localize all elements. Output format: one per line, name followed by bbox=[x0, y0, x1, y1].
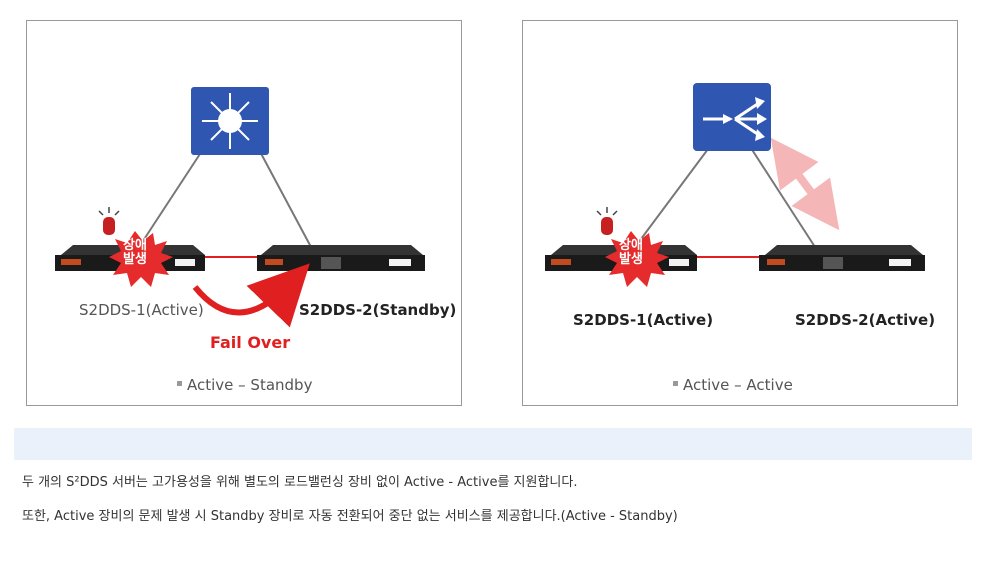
hub-switch-icon bbox=[191, 87, 269, 155]
server-1-label: S2DDS-1(Active) bbox=[573, 311, 714, 329]
failover-label: Fail Over bbox=[210, 333, 291, 352]
panel-caption: Active – Standby bbox=[177, 376, 312, 394]
description-line-1: 두 개의 S²DDS 서버는 고가용성을 위해 별도의 로드밸런싱 장비 없이 … bbox=[22, 475, 578, 490]
fault-burst-icon bbox=[596, 207, 669, 287]
description-line-2: 또한, Active 장비의 문제 발생 시 Standby 장비로 자동 전환… bbox=[22, 509, 678, 524]
active-standby-panel: 장애 발생 S2DDS-1(Active) S2DDS-2(Standby) F… bbox=[26, 20, 462, 406]
server-2-device bbox=[759, 245, 925, 271]
caption-text: Active – Standby bbox=[187, 376, 313, 394]
panel-caption: Active – Active bbox=[673, 376, 793, 394]
active-active-diagram bbox=[545, 83, 925, 287]
active-standby-diagram bbox=[55, 87, 425, 328]
caption-text: Active – Active bbox=[683, 376, 793, 394]
load-balancer-router-icon bbox=[693, 83, 771, 151]
bullet-icon bbox=[177, 381, 182, 386]
divider-band bbox=[14, 428, 972, 460]
active-active-panel: 장애 발생 S2DDS-1(Active) S2DDS-2(Active) Ac… bbox=[522, 20, 958, 406]
server-2-label: S2DDS-2(Active) bbox=[795, 311, 936, 329]
link-line bbox=[634, 144, 712, 248]
bullet-icon bbox=[673, 381, 678, 386]
fault-badge-text: 장애 발생 bbox=[619, 238, 643, 267]
fault-burst-icon bbox=[98, 207, 173, 287]
sync-arrow bbox=[770, 137, 840, 231]
server-2-device bbox=[257, 245, 425, 271]
server-2-label: S2DDS-2(Standby) bbox=[299, 301, 457, 319]
link-line bbox=[748, 144, 816, 248]
fault-badge-text: 장애 발생 bbox=[123, 238, 147, 267]
failover-arrow bbox=[192, 263, 310, 328]
server-1-label: S2DDS-1(Active) bbox=[79, 301, 204, 319]
